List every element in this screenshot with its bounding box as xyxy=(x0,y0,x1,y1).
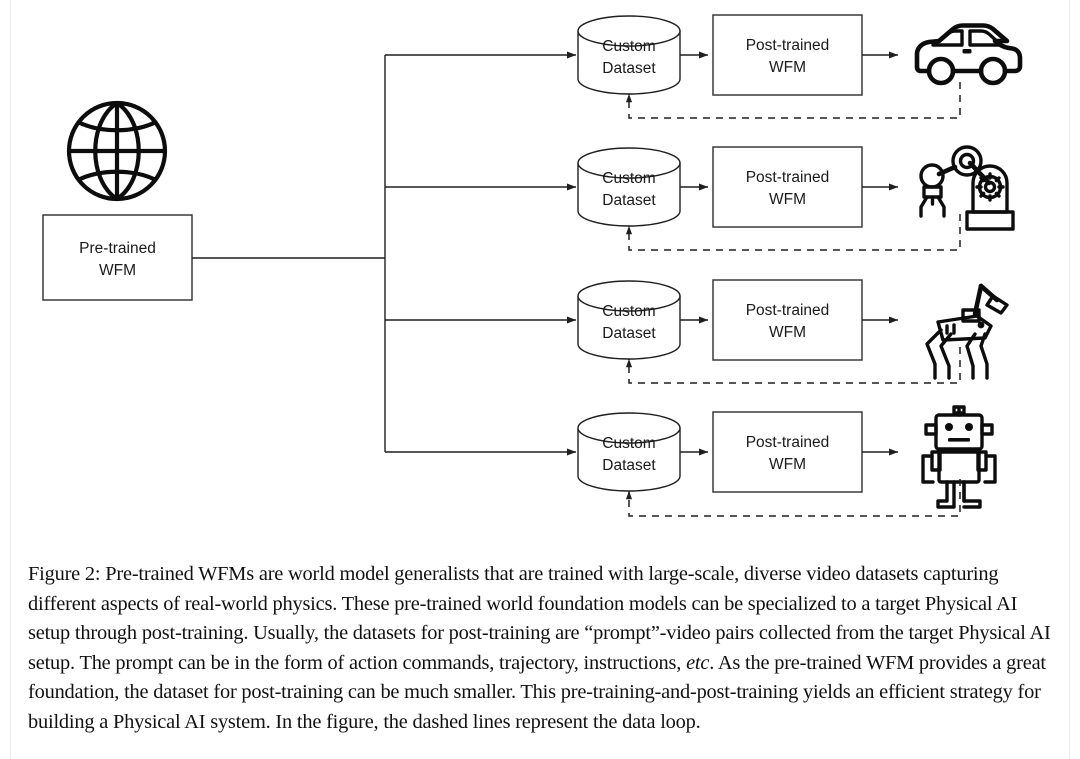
humanoid-robot-icon xyxy=(921,405,997,509)
globe-icon xyxy=(66,100,168,202)
post-trained-wfm-node-row3[interactable]: Post-trained WFM xyxy=(712,279,863,361)
pre-trained-wfm-node[interactable]: Pre-trained WFM xyxy=(42,214,193,301)
dataset-label-line2: Dataset xyxy=(602,325,656,342)
row-quadruped: Custom Dataset Post-trained WFM xyxy=(577,279,1009,380)
custom-dataset-node-row3[interactable]: Custom Dataset xyxy=(577,280,681,360)
dataset-label-line2: Dataset xyxy=(602,60,656,77)
custom-dataset-node-row4[interactable]: Custom Dataset xyxy=(577,412,681,492)
caption-text-part1: Pre-trained WFMs are world model general… xyxy=(28,563,1051,674)
dataset-label-line2: Dataset xyxy=(602,457,656,474)
row-autonomous-vehicle: Custom Dataset Post-trained WFM xyxy=(577,14,1023,96)
model-label-line2: WFM xyxy=(769,456,806,473)
fanout-bus xyxy=(192,51,577,456)
row-humanoid: Custom Dataset Post-trained WFM xyxy=(577,405,997,509)
caption-text-part2: . As the pre-trained WFM provides a grea… xyxy=(28,651,1046,733)
model-label-line1: Post-trained xyxy=(746,302,830,319)
data-loops xyxy=(625,82,961,517)
caption-label: Figure 2: xyxy=(28,563,101,585)
post-trained-wfm-node-row1[interactable]: Post-trained WFM xyxy=(712,14,863,96)
dataset-label-line1: Custom xyxy=(602,435,655,452)
pre-trained-wfm-label-line2: WFM xyxy=(99,262,136,279)
data-loop-row1 xyxy=(625,82,961,119)
model-label-line1: Post-trained xyxy=(746,434,830,451)
model-label-line2: WFM xyxy=(769,324,806,341)
figure-caption: Figure 2: Pre-trained WFMs are world mod… xyxy=(28,560,1054,737)
row-industrial-arm: Custom Dataset Post-trained WFM xyxy=(577,145,1015,231)
page-margin-rule-left xyxy=(10,0,11,759)
model-label-line2: WFM xyxy=(769,59,806,76)
caption-italic-etc: etc xyxy=(686,651,710,674)
data-loop-row3 xyxy=(625,347,961,384)
quadruped-robot-icon xyxy=(925,283,1009,380)
data-loop-row2 xyxy=(625,214,961,251)
dataset-label-line1: Custom xyxy=(602,38,655,55)
dataset-label-line1: Custom xyxy=(602,170,655,187)
model-label-line1: Post-trained xyxy=(746,169,830,186)
custom-dataset-node-row2[interactable]: Custom Dataset xyxy=(577,147,681,227)
model-label-line2: WFM xyxy=(769,191,806,208)
car-icon xyxy=(914,23,1023,86)
post-trained-wfm-node-row4[interactable]: Post-trained WFM xyxy=(712,411,863,493)
page-margin-rule-right xyxy=(1069,0,1070,759)
pre-trained-wfm-label-line1: Pre-trained xyxy=(79,240,156,257)
dataset-label-line1: Custom xyxy=(602,303,655,320)
post-trained-wfm-node-row2[interactable]: Post-trained WFM xyxy=(712,146,863,228)
data-loop-row4 xyxy=(625,479,961,517)
custom-dataset-node-row1[interactable]: Custom Dataset xyxy=(577,15,681,95)
figure-diagram: Pre-trained WFM Custom Dataset xyxy=(42,14,1023,517)
dataset-label-line2: Dataset xyxy=(602,192,656,209)
model-label-line1: Post-trained xyxy=(746,37,830,54)
robot-arm-icon xyxy=(919,145,1015,231)
